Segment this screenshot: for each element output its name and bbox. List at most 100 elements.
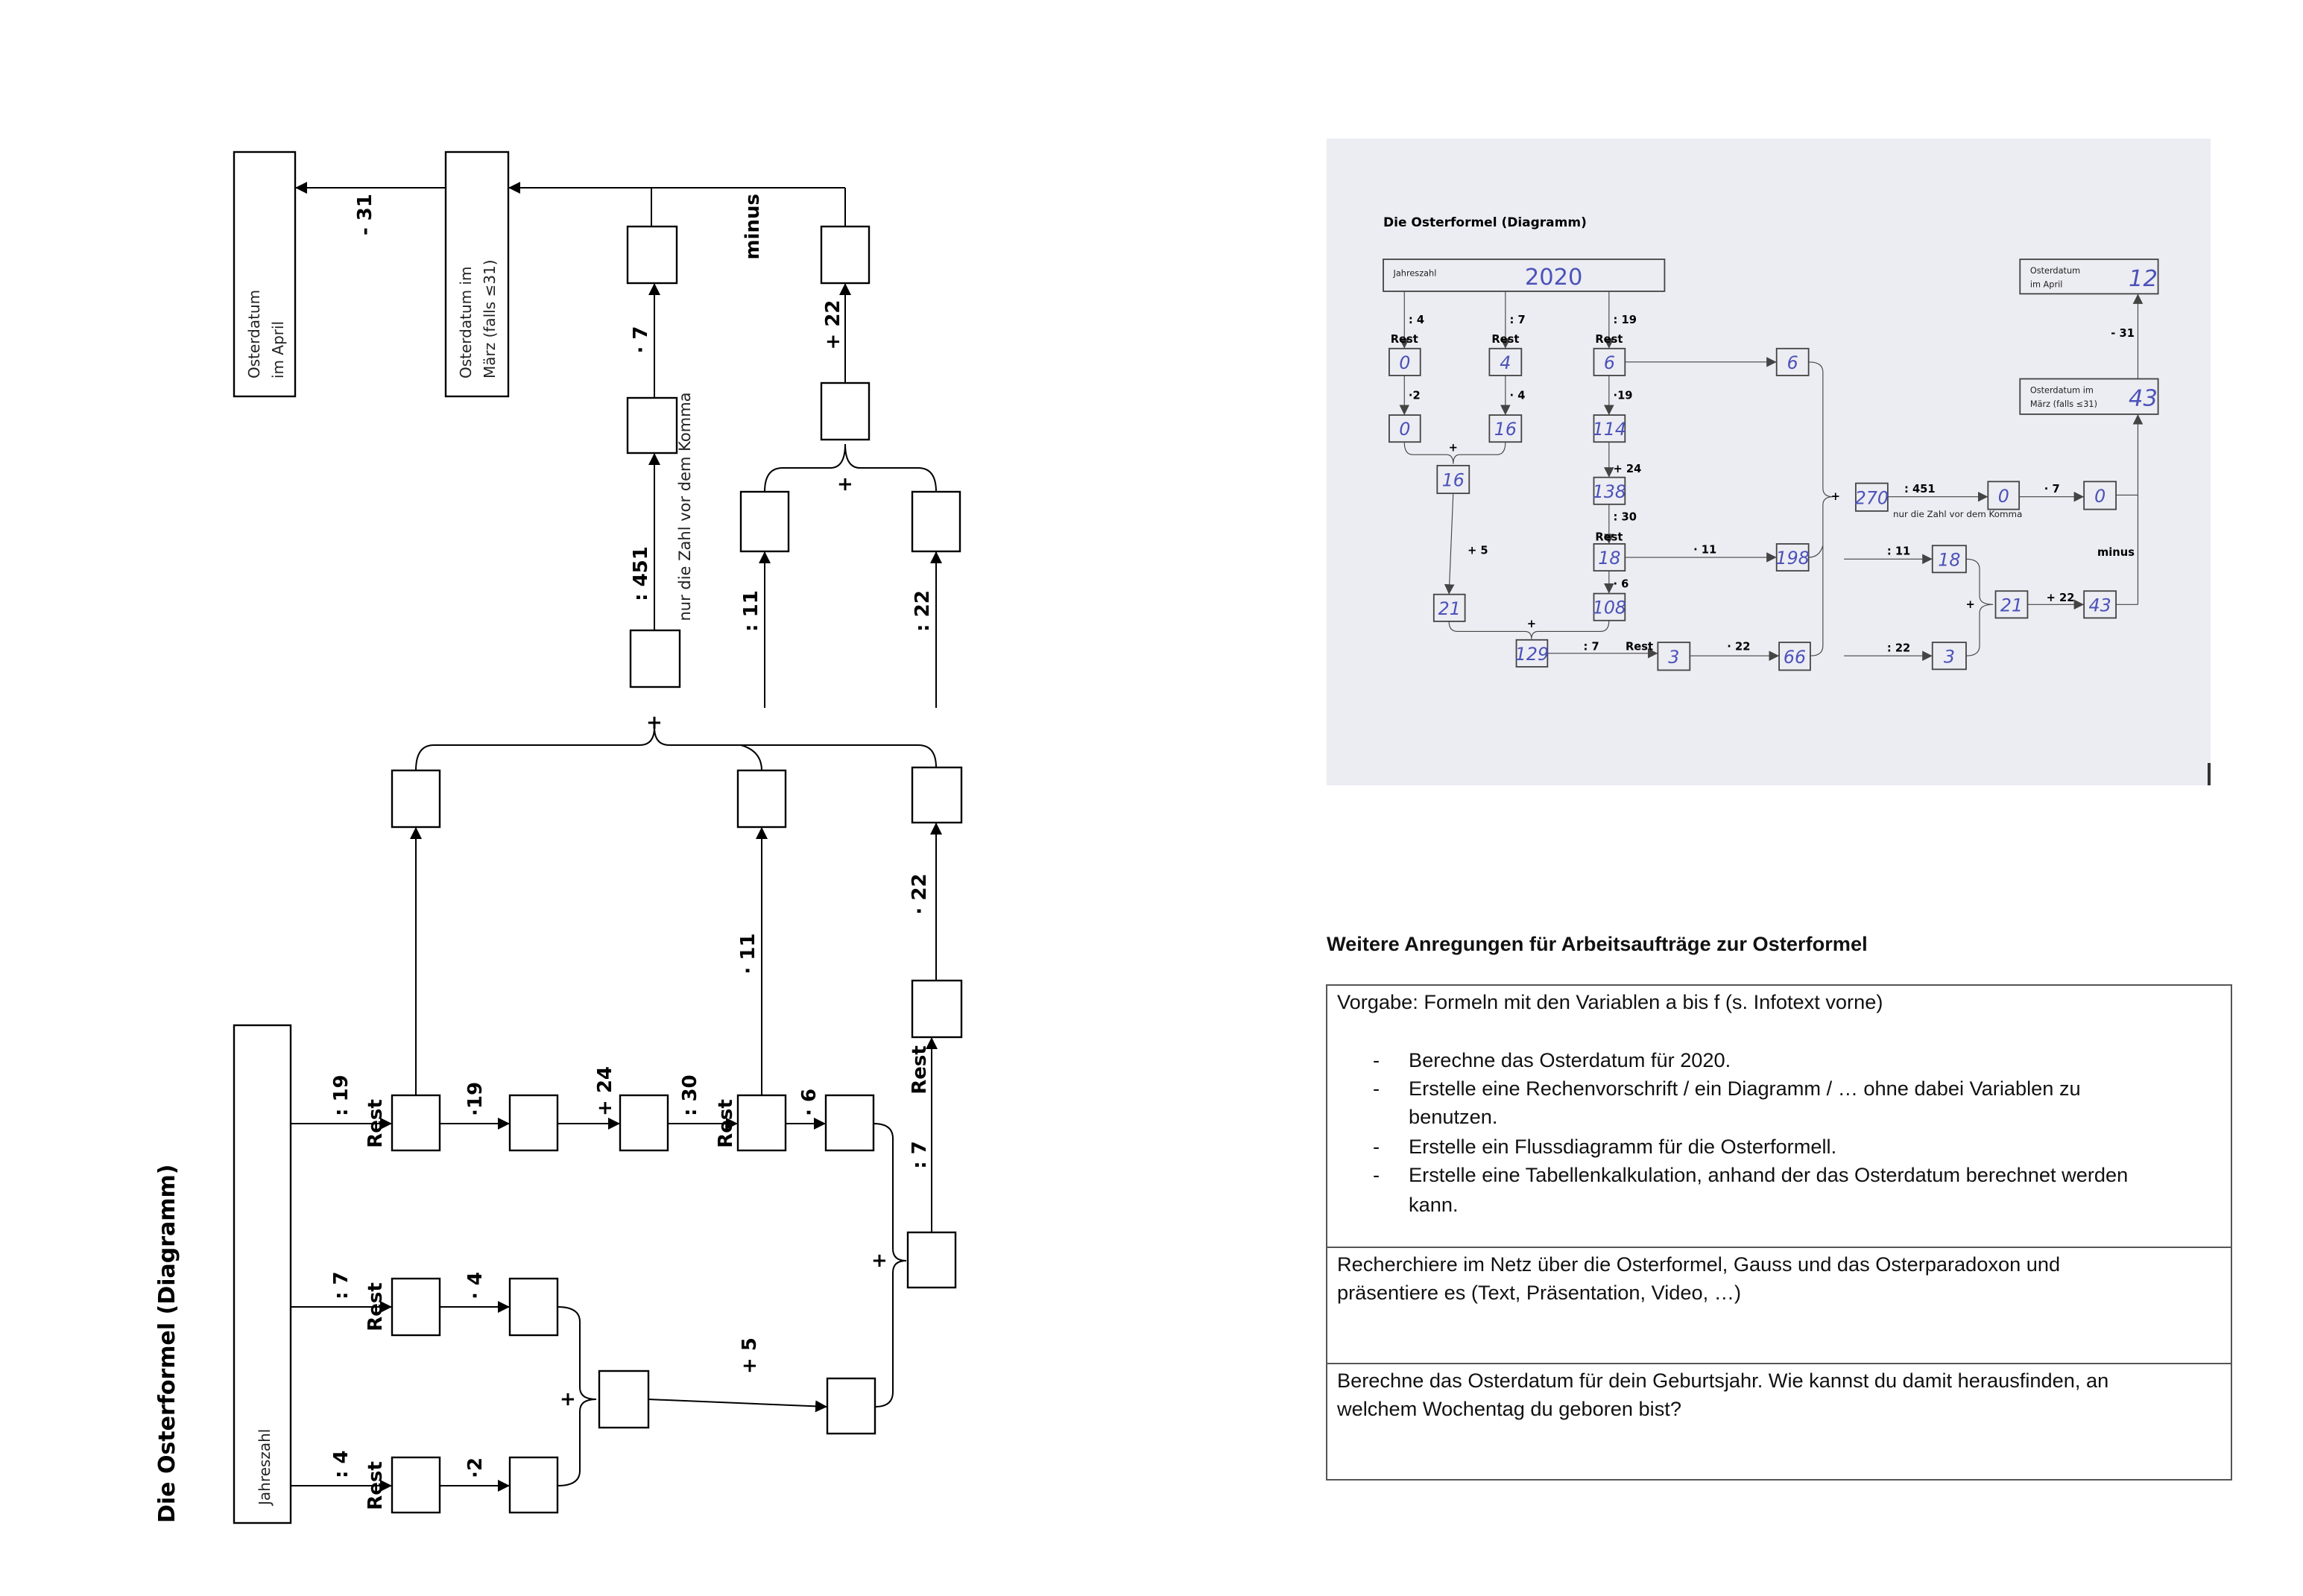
operation-label: Rest [364,1461,387,1510]
value-box-c6 [391,769,441,829]
operation-label: + [1965,598,1974,611]
operation-label: : 22 [912,590,934,632]
input-label: Jahreszahl [1393,269,1437,279]
handwritten-value: 6 [1604,352,1615,373]
result-label-line: Osterdatum im [457,266,475,379]
value-box-r4 [391,1456,441,1514]
bullet-dash: - [1373,1135,1380,1158]
operation-label: ·19 [1613,390,1632,402]
photo-diagram-title: Die Osterformel (Diagramm) [1383,215,1587,230]
operation-label: + 22 [822,300,844,349]
value-box-s16 [1436,464,1470,495]
handwritten-value: 66 [1784,647,1806,668]
bullet-dash: - [1373,1163,1380,1186]
operation-label: : 4 [1409,314,1424,326]
value-box-m22 [911,766,963,824]
operation-label: · 6 [1613,578,1628,591]
handwritten-value: 129 [1515,644,1549,665]
operation-label: Rest [364,1099,387,1148]
operation-label: Rest [1626,640,1653,653]
sum-brace [557,1306,597,1486]
operation-label: · 22 [909,873,931,914]
operation-label: · 11 [737,933,759,974]
value-box-q22 [911,490,961,553]
tasks-table [1326,984,2232,1481]
operation-label: Rest [1491,333,1519,346]
operation-label: : 11 [1887,545,1910,558]
value-box-s21 [820,381,871,441]
operation-label: + [868,1253,891,1269]
sum-brace [1448,620,1610,639]
task-bullet-line: benutzen. [1409,1105,1497,1128]
blank-diagram-rotated: Die Osterformel (Diagramm) JahreszahlOst… [154,151,963,1524]
value-box-m6 [824,1094,875,1152]
operation-label: : 11 [740,590,762,632]
handwritten-year: 2020 [1525,265,1583,291]
operation-label: : 451 [630,546,652,601]
sum-brace [873,1123,907,1407]
handwritten-value: 16 [1442,470,1465,491]
value-box-p5 [826,1377,876,1435]
march-date-box [2019,378,2159,415]
task-birthyear-line: welchem Wochentag du geboren bist? [1336,1397,1681,1420]
operation-label: · 4 [464,1272,487,1299]
operation-label: · 7 [630,326,652,353]
operation-label: : 30 [679,1074,701,1116]
operation-label: + [1449,442,1458,455]
task-bullet-line: Erstelle ein Flussdiagramm für die Oster… [1409,1135,1836,1158]
result-label-line: März (falls ≤31) [481,259,499,379]
operation-label: + [1527,618,1536,630]
operation-label: minus [2097,546,2135,559]
operation-label: Rest [909,1045,931,1095]
operation-label: Rest [364,1282,387,1331]
operation-label: + [1831,490,1840,503]
handwritten-value: 4 [1500,352,1511,373]
april-date-box [233,151,297,398]
operation-label: : 7 [1584,640,1599,653]
task-bullet-line: Erstelle eine Rechenvorschrift / ein Dia… [1409,1077,2081,1100]
value-box-r30 [736,1094,787,1152]
tasks-text: Vorgabe: Formeln mit den Variablen a bis… [1336,990,2128,1420]
value-box-r7b [911,979,963,1039]
value-box-p22 [820,225,871,285]
operation-label: · 6 [798,1089,821,1116]
floor-note: nur die Zahl vor dem Komma [1893,509,2022,519]
operation-label: - 31 [2111,327,2135,340]
flow-arrow [648,1399,828,1413]
value-box-m19 [1593,414,1626,443]
result-label-line: im April [269,321,287,379]
value-box-p24 [619,1094,669,1152]
operation-label: · 4 [1510,390,1526,402]
handwritten-value: 198 [1776,548,1810,569]
input-box-jahreszahl [233,1024,292,1524]
task-intro: Vorgabe: Formeln mit den Variablen a bis… [1337,990,1883,1013]
operation-label: : 19 [330,1074,353,1116]
operation-label: minus [742,194,764,260]
operation-label: ·19 [464,1082,487,1116]
value-box-m2 [508,1456,559,1514]
operation-label: · 7 [2044,483,2060,495]
task-bullet-line: Berechne das Osterdatum für 2020. [1409,1048,1731,1071]
scanned-photo-background [1327,139,2211,785]
value-box-q11 [739,490,790,553]
task-bullet-line: kann. [1409,1193,1459,1216]
flow-arrow [1444,493,1455,595]
value-box-p24 [1593,476,1626,505]
operation-label: : 7 [330,1271,353,1299]
operation-label: Rest [715,1099,737,1148]
handwritten-value: 108 [1593,598,1626,618]
handwritten-value: 3 [1944,646,1955,667]
handwritten-value: 6 [1787,352,1798,373]
operation-label: · 11 [1693,543,1716,556]
operation-label: + 24 [594,1066,616,1116]
handwritten-value: 0 [1998,486,2009,507]
handwritten-value: 21 [1438,598,1461,619]
operation-label: : 19 [1613,314,1636,326]
handwritten-value: 21 [2000,595,2023,615]
sum-brace [415,726,937,771]
handwritten-result: 12 [2129,266,2158,292]
operation-label: : 22 [1887,642,1910,655]
operation-label: Rest [1595,333,1623,346]
operation-label: : 7 [909,1141,931,1169]
input-label: Jahreszahl [256,1429,274,1507]
